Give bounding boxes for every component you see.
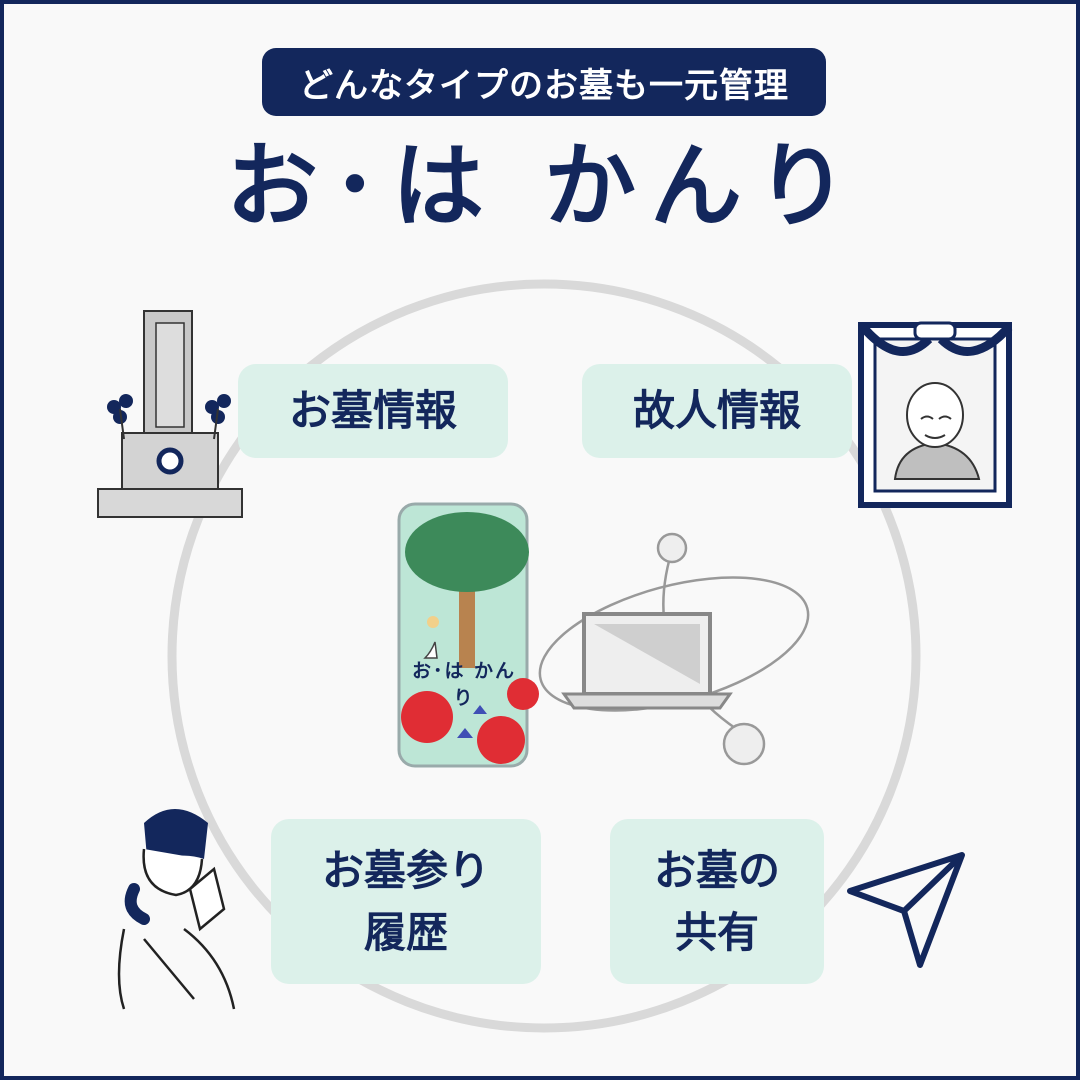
memorial-portrait-icon	[858, 321, 1013, 508]
feature-visit-history-line2: 履歴	[363, 907, 448, 957]
laptop-icon	[538, 532, 810, 766]
feature-deceased-info: 故人情報	[582, 364, 852, 458]
feature-share-line1: お墓の	[653, 845, 780, 895]
praying-woman-icon	[117, 809, 236, 1010]
grave-icon	[97, 310, 243, 518]
tagline-badge: どんなタイプのお墓も一元管理	[262, 48, 826, 116]
feature-share: お墓の 共有	[610, 819, 824, 984]
feature-visit-history: お墓参り 履歴	[271, 819, 541, 984]
smartphone-icon	[397, 502, 539, 768]
feature-grave-info: お墓情報	[238, 364, 508, 458]
phone-app-title: お･は かんり	[411, 660, 517, 709]
app-title: お･は かんり	[225, 133, 863, 240]
ring-decoration	[167, 279, 921, 1033]
feature-visit-history-line1: お墓参り	[321, 845, 490, 895]
feature-share-line2: 共有	[674, 907, 759, 957]
paper-plane-icon	[847, 852, 965, 968]
